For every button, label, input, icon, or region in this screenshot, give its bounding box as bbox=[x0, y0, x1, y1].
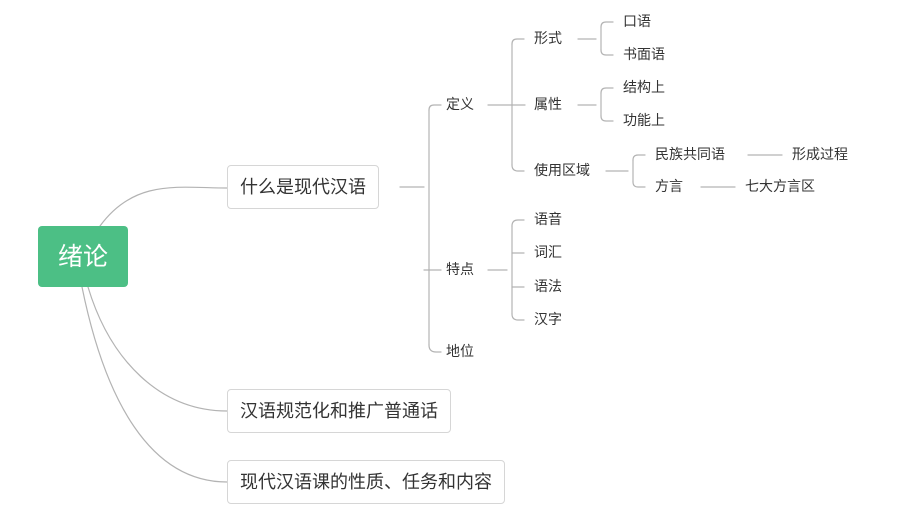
node-features[interactable]: 特点 bbox=[446, 262, 474, 278]
branch-course-nature[interactable]: 现代汉语课的性质、任务和内容 bbox=[227, 460, 505, 504]
connector-root-branch-3 bbox=[81, 286, 228, 483]
branch-standardization[interactable]: 汉语规范化和推广普通话 bbox=[227, 389, 451, 433]
root-node[interactable]: 绪论 bbox=[38, 226, 128, 287]
node-written[interactable]: 书面语 bbox=[623, 47, 665, 63]
node-definition[interactable]: 定义 bbox=[446, 97, 474, 113]
connector-to-definition bbox=[428, 104, 442, 111]
connector-to-spoken bbox=[600, 21, 614, 28]
connector-to-form bbox=[511, 38, 525, 45]
connector-root-branch-1 bbox=[99, 186, 228, 227]
node-seven-dialect-areas[interactable]: 七大方言区 bbox=[745, 179, 815, 195]
connector-root-branch-2 bbox=[87, 286, 228, 412]
node-attribute[interactable]: 属性 bbox=[534, 97, 562, 113]
node-grammar[interactable]: 语法 bbox=[534, 279, 562, 295]
connector-to-function bbox=[600, 115, 614, 122]
node-vocabulary[interactable]: 词汇 bbox=[534, 245, 562, 261]
node-function[interactable]: 功能上 bbox=[623, 113, 665, 129]
node-phonetics[interactable]: 语音 bbox=[534, 212, 562, 228]
branch-what-is-modern-chinese[interactable]: 什么是现代汉语 bbox=[227, 165, 379, 209]
node-usage-area[interactable]: 使用区域 bbox=[534, 163, 590, 179]
node-structure[interactable]: 结构上 bbox=[623, 80, 665, 96]
connector-to-common-language bbox=[632, 154, 646, 161]
node-spoken[interactable]: 口语 bbox=[623, 14, 651, 30]
node-characters[interactable]: 汉字 bbox=[534, 312, 562, 328]
connector-to-usage-area bbox=[511, 164, 525, 172]
connector-to-written bbox=[600, 49, 614, 56]
node-status[interactable]: 地位 bbox=[446, 344, 474, 360]
connector-to-dialect bbox=[632, 181, 646, 188]
connector-to-phonetics bbox=[511, 219, 525, 227]
connector-to-status bbox=[428, 344, 442, 353]
node-form[interactable]: 形式 bbox=[534, 31, 562, 47]
connector-to-characters bbox=[511, 313, 525, 321]
node-dialect[interactable]: 方言 bbox=[655, 179, 683, 195]
node-formation-process[interactable]: 形成过程 bbox=[792, 147, 848, 163]
node-common-language[interactable]: 民族共同语 bbox=[655, 147, 725, 163]
connector-to-structure bbox=[600, 87, 614, 94]
